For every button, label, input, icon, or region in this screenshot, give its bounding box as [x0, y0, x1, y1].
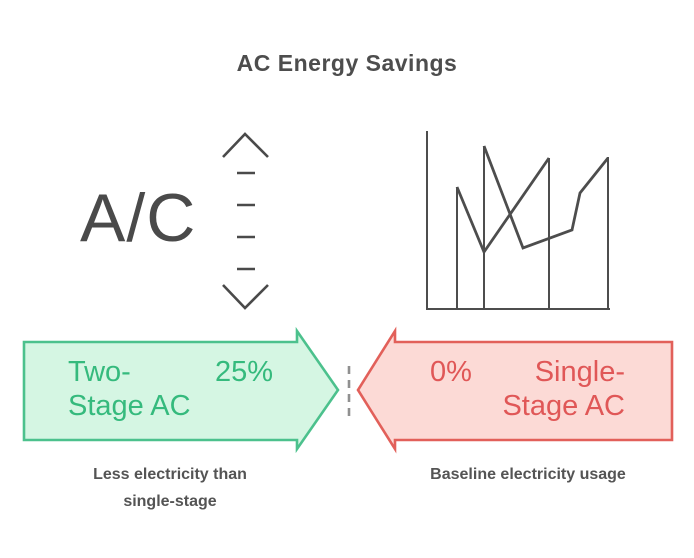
single-stage-caption: Baseline electricity usage [430, 466, 626, 483]
two-stage-caption: Less electricity than single-stage [40, 461, 300, 515]
two-stage-label-line2: Stage AC [68, 390, 191, 422]
single-stage-label-line1: Single- [534, 356, 625, 388]
chevron-down-icon [222, 284, 269, 310]
green-arrow-shape [22, 326, 340, 454]
chart-line-a [455, 157, 551, 255]
two-stage-label: Two- Stage AC [68, 355, 191, 423]
chart-axes [426, 131, 610, 310]
two-stage-label-line1: Two- [68, 356, 131, 388]
page-title: AC Energy Savings [236, 50, 458, 76]
chart-line-b [482, 145, 610, 250]
updown-arrow-icon [222, 132, 269, 310]
ac-unit-label: A/C [80, 180, 197, 256]
two-stage-caption-line2: single-stage [123, 493, 217, 510]
line-chart-icon [426, 131, 610, 310]
single-stage-value: 0% [430, 356, 472, 388]
two-stage-caption-line1: Less electricity than [93, 466, 247, 483]
two-stage-value: 25% [215, 356, 274, 388]
chevron-up-icon [222, 132, 269, 158]
single-stage-label: Single- Stage AC [425, 355, 625, 423]
single-stage-label-line2: Stage AC [502, 390, 625, 422]
center-dashed-divider [347, 366, 351, 420]
red-arrow-shape [356, 326, 674, 454]
two-stage-arrow [22, 326, 340, 454]
single-stage-arrow [356, 326, 674, 454]
